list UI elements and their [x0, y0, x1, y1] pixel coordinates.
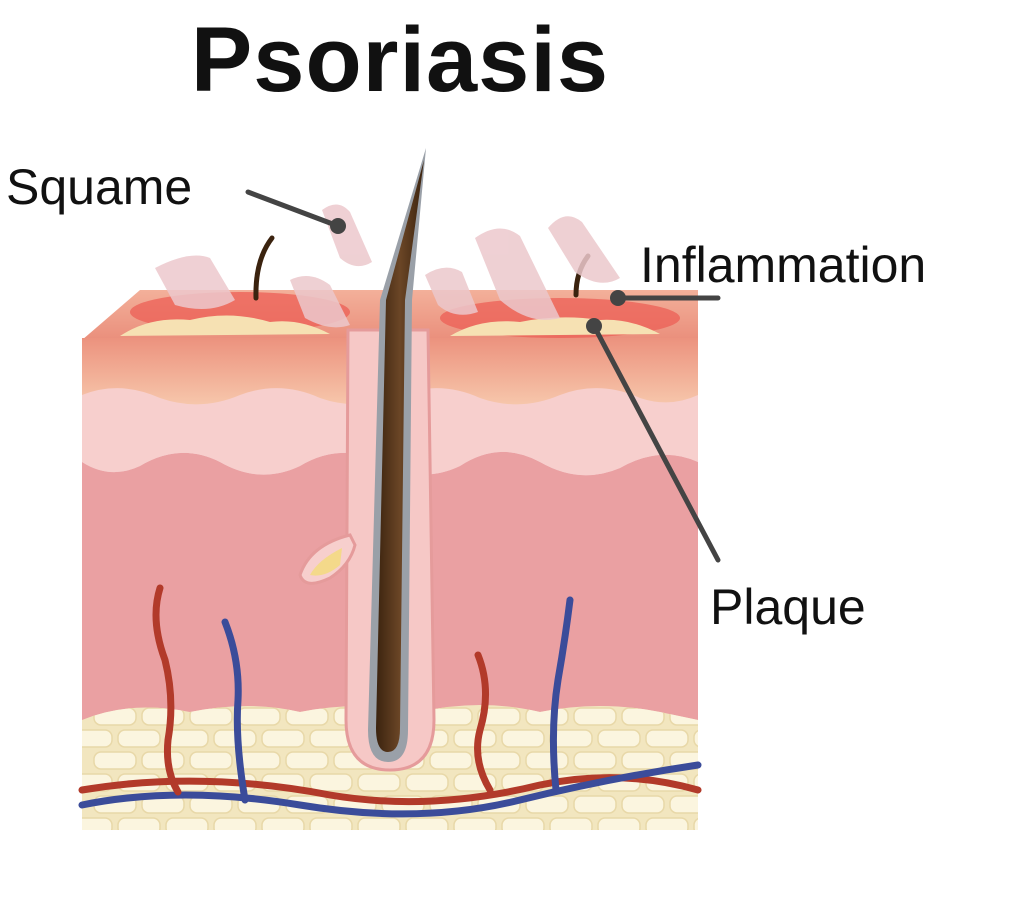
- fat-cell: [501, 729, 545, 748]
- fat-cell: [237, 751, 281, 770]
- fat-cell: [261, 817, 305, 830]
- fat-cell: [549, 817, 593, 830]
- squames: [155, 204, 620, 328]
- fat-cell: [141, 707, 185, 726]
- fat-cell: [309, 773, 353, 792]
- fat-cell: [573, 707, 617, 726]
- small-hair-left: [253, 235, 275, 301]
- fat-cell: [597, 729, 641, 748]
- fat-cell: [82, 729, 113, 748]
- label-plaque: Plaque: [710, 579, 866, 635]
- plaque-patch-left: [120, 315, 330, 336]
- leader-line-plaque: [591, 323, 721, 563]
- fat-cell: [573, 795, 617, 814]
- fat-cell: [501, 817, 545, 830]
- leader-dot-squame: [330, 218, 346, 234]
- vein-vertical-right: [549, 596, 574, 794]
- fat-cell: [285, 751, 329, 770]
- artery-vertical-right: [474, 651, 494, 794]
- label-squame: Squame: [6, 159, 193, 215]
- leader-line-squame: [245, 189, 341, 229]
- fat-cell: [357, 817, 401, 830]
- page-title: Psoriasis: [190, 9, 610, 111]
- fat-cell: [573, 751, 617, 770]
- fat-cell: [477, 707, 521, 726]
- fat-cell: [405, 817, 449, 830]
- artery-vertical-left: [152, 584, 182, 796]
- fat-cell: [645, 817, 689, 830]
- fat-cell: [309, 817, 353, 830]
- fat-cell: [477, 751, 521, 770]
- label-inflammation: Inflammation: [640, 237, 927, 293]
- fat-cell: [597, 817, 641, 830]
- fat-cell: [693, 729, 698, 748]
- fat-cell: [693, 773, 698, 792]
- fat-cell: [82, 817, 113, 830]
- hair-shaft: [376, 160, 424, 752]
- fat-cell: [165, 817, 209, 830]
- fat-cell: [189, 751, 233, 770]
- fat-cell: [117, 729, 161, 748]
- fat-cell: [429, 751, 473, 770]
- leader-dot-plaque: [586, 318, 602, 334]
- vein-vertical-left: [221, 618, 249, 804]
- fat-cell: [357, 773, 401, 792]
- fat-cell: [261, 729, 305, 748]
- fat-cell: [525, 751, 569, 770]
- fat-cell: [645, 729, 689, 748]
- fat-cell: [621, 751, 665, 770]
- fat-cell: [693, 817, 698, 830]
- fat-cell: [621, 795, 665, 814]
- fat-cell: [213, 817, 257, 830]
- leader-lines: [245, 189, 721, 563]
- fat-cell: [141, 751, 185, 770]
- fat-cell: [93, 751, 137, 770]
- fat-cell: [429, 707, 473, 726]
- vein-horizontal: [78, 761, 702, 818]
- fat-cell: [405, 773, 449, 792]
- fat-cell: [237, 707, 281, 726]
- fat-cell: [453, 817, 497, 830]
- fat-cell: [669, 795, 698, 814]
- leader-dot-inflammation: [610, 290, 626, 306]
- plaque-patch-right: [450, 317, 660, 336]
- fat-cell: [117, 817, 161, 830]
- sebaceous-gland-core: [310, 548, 342, 576]
